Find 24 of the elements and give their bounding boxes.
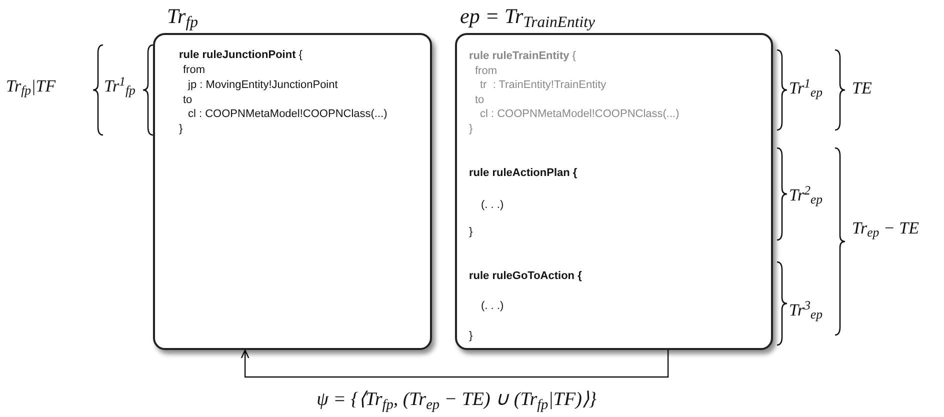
code-line: cl : COOPNMetaModel!COOPNClass(...): [480, 107, 680, 121]
code-line: }: [179, 122, 183, 136]
code-line: rule ruleActionPlan {: [469, 166, 578, 180]
code-line: (. . .): [481, 299, 504, 313]
connector-arrow: [240, 349, 669, 378]
code-line: tr : TrainEntity!TrainEntity: [480, 78, 606, 92]
math-label: Tr$_{fp}$|TF: [6, 75, 56, 99]
code-line: rule ruleTrainEntity {: [469, 49, 576, 63]
code-line: to: [475, 93, 484, 107]
code-line: rule ruleGoToAction {: [469, 269, 582, 283]
math-label: TE: [852, 77, 872, 100]
code-line: cl : COOPNMetaModel!COOPNClass(...): [188, 107, 388, 121]
box-title: Tr$_{fp}$: [167, 3, 198, 32]
code-line: }: [469, 225, 473, 239]
code-line: }: [469, 329, 473, 343]
code-line: to: [183, 93, 192, 107]
math-label: Tr$_{ep}$ − TE: [852, 217, 919, 241]
code-line: from: [475, 64, 497, 78]
code-line: (. . .): [481, 198, 504, 212]
code-line: jp : MovingEntity!JunctionPoint: [188, 78, 338, 92]
code-line: rule ruleJunctionPoint {: [179, 48, 302, 62]
code-line: }: [469, 122, 473, 136]
code-line: from: [183, 63, 205, 77]
box-title: ep = Tr$_{TrainEntity}$: [460, 3, 595, 32]
